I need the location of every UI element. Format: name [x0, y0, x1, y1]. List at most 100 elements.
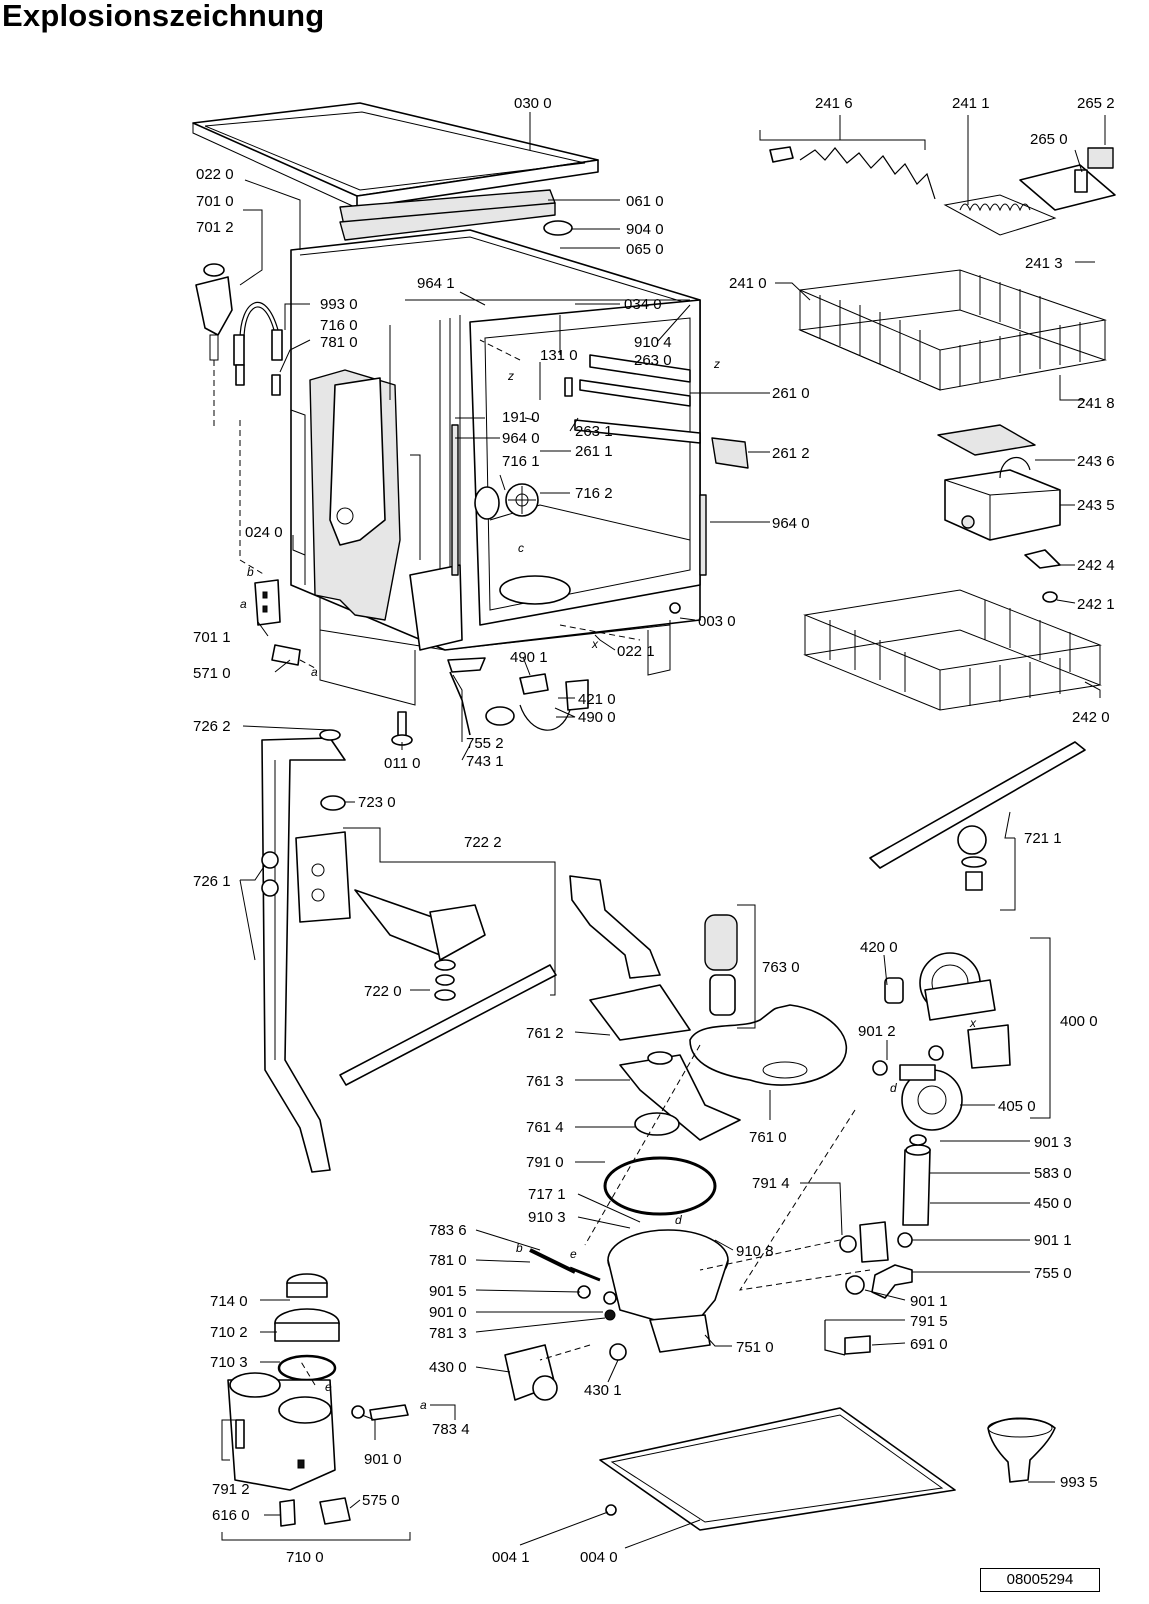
page-title: Explosionszeichnung [2, 0, 325, 33]
callout-490-1: 490 1 [510, 649, 548, 666]
parts-artwork [192, 102, 1116, 1531]
cabinet-frame-part [290, 229, 701, 706]
callout-571-0: 571 0 [193, 665, 231, 682]
letter-e-2: e [325, 1380, 332, 1394]
callout-791-0: 791 0 [526, 1154, 564, 1171]
callout-241-8: 241 8 [1077, 395, 1115, 412]
callout-901-5: 901 5 [429, 1283, 467, 1300]
bracket-part [711, 437, 749, 469]
callout-241-1: 241 1 [952, 95, 990, 112]
callout-243-5: 243 5 [1077, 497, 1115, 514]
callout-726-1: 726 1 [193, 873, 231, 890]
letter-a-1: a [240, 597, 247, 611]
callout-791-2: 791 2 [212, 1481, 250, 1498]
letter-z-1: z [507, 369, 514, 383]
motor-part [504, 1343, 627, 1401]
sump-cover-part [589, 984, 741, 1141]
hinge-part [254, 579, 281, 626]
callout-243-6: 243 6 [1077, 453, 1115, 470]
callout-265-2: 265 2 [1077, 95, 1115, 112]
relation-lines [299, 339, 871, 1386]
bracket-265-part [1019, 147, 1116, 211]
callout-993-5: 993 5 [1060, 1474, 1098, 1491]
valve-part [271, 644, 316, 669]
filter-plate-part [689, 1004, 847, 1086]
callout-400-0: 400 0 [1060, 1013, 1098, 1030]
letter-c: c [518, 541, 524, 555]
callout-430-0: 430 0 [429, 1359, 467, 1376]
callout-241-3: 241 3 [1025, 255, 1063, 272]
side-strip-left-part [451, 424, 459, 576]
callout-964-0b: 964 0 [772, 515, 810, 532]
callout-761-4: 761 4 [526, 1119, 564, 1136]
callout-261-0: 261 0 [772, 385, 810, 402]
callout-722-0: 722 0 [364, 983, 402, 1000]
insulation-strip-part [339, 189, 556, 241]
base-plate-part [599, 1407, 956, 1531]
callout-783-6: 783 6 [429, 1222, 467, 1239]
document-number-box: 08005294 [980, 1568, 1100, 1592]
callout-714-0: 714 0 [210, 1293, 248, 1310]
leader-lines [221, 112, 1106, 1549]
callout-710-2: 710 2 [210, 1324, 248, 1341]
callout-901-0b: 901 0 [364, 1451, 402, 1468]
callout-755-0: 755 0 [1034, 1265, 1072, 1282]
sensor-part [824, 1320, 871, 1356]
callout-241-6: 241 6 [815, 95, 853, 112]
callout-755-2: 755 2 [466, 735, 504, 752]
callout-723-0: 723 0 [358, 794, 396, 811]
callout-716-2: 716 2 [575, 485, 613, 502]
rack-insert-part [943, 194, 1057, 236]
callout-011-0: 011 0 [384, 755, 420, 772]
callout-761-0: 761 0 [749, 1129, 787, 1146]
callout-024-0: 024 0 [245, 524, 283, 541]
callout-901-0a: 901 0 [429, 1304, 467, 1321]
callout-710-0: 710 0 [286, 1549, 324, 1566]
heater-part [839, 1134, 931, 1263]
letter-b-1: b [247, 565, 254, 579]
callout-721-1: 721 1 [1024, 830, 1062, 847]
callout-904-0: 904 0 [626, 221, 664, 238]
foot-part [391, 711, 413, 746]
callout-701-2: 701 2 [196, 219, 234, 236]
supply-pipe-part [261, 729, 346, 1173]
spray-connector-part [505, 483, 539, 517]
callout-743-1: 743 1 [466, 753, 504, 770]
circulation-pump-part [884, 952, 1011, 1069]
part-616-0 [279, 1499, 296, 1527]
callout-242-0: 242 0 [1072, 709, 1110, 726]
callout-964-0a: 964 0 [502, 430, 540, 447]
callout-761-3: 761 3 [526, 1073, 564, 1090]
callout-065-0: 065 0 [626, 241, 664, 258]
callout-901-3: 901 3 [1034, 1134, 1072, 1151]
callout-labels: 030 0 241 6 241 1 265 2 265 0 022 0 701 … [193, 95, 1115, 1566]
callout-583-0: 583 0 [1034, 1165, 1072, 1182]
callout-061-0: 061 0 [626, 193, 664, 210]
callout-263-1: 263 1 [575, 423, 613, 440]
callout-901-1a: 901 1 [1034, 1232, 1072, 1249]
callout-265-0: 265 0 [1030, 131, 1068, 148]
letter-b-2: b [516, 1241, 523, 1255]
callout-691-0: 691 0 [910, 1336, 948, 1353]
letter-d-2: d [675, 1213, 682, 1227]
callout-420-0: 420 0 [860, 939, 898, 956]
callout-191-0: 191 0 [502, 409, 540, 426]
upper-spray-arm-part [869, 741, 1086, 891]
funnel-part [987, 1417, 1056, 1483]
callout-430-1: 430 1 [584, 1382, 622, 1399]
callout-030-0: 030 0 [514, 95, 552, 112]
rail-parts [564, 354, 701, 444]
letter-a-2: a [311, 665, 318, 679]
letter-z-2: z [713, 357, 720, 371]
bracket-755-part [447, 657, 486, 673]
hose-part [233, 301, 283, 396]
callout-450-0: 450 0 [1034, 1195, 1072, 1212]
connection-letters: z z c b a a x d x b e d e a [240, 357, 977, 1412]
filter-part [704, 914, 738, 1016]
callout-004-1: 004 1 [492, 1549, 530, 1566]
drain-pipe-part [569, 875, 661, 979]
callout-716-1: 716 1 [502, 453, 540, 470]
letter-x-1: x [591, 637, 599, 651]
cap-part [543, 220, 573, 236]
